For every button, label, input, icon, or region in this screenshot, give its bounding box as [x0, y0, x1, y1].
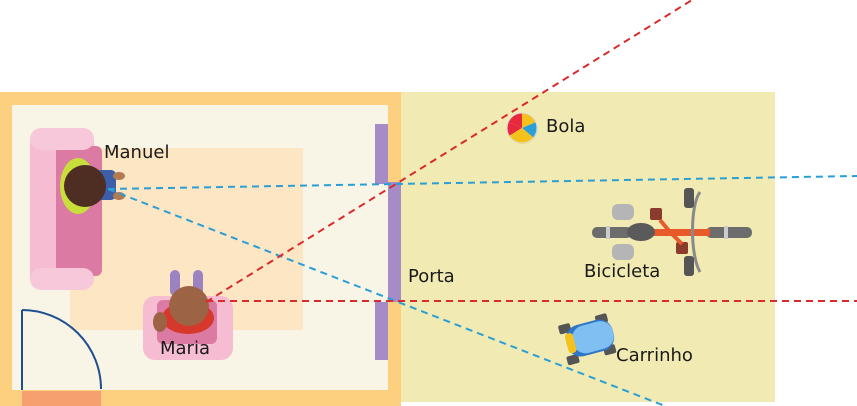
label-manuel: Manuel	[104, 142, 170, 163]
person-manuel	[60, 158, 125, 214]
label-bola: Bola	[546, 116, 586, 137]
door-open	[388, 182, 401, 302]
label-carrinho: Carrinho	[616, 345, 693, 366]
sight-line-manuel-diagonal	[107, 188, 666, 406]
door-panel-top	[375, 124, 388, 184]
yard-area	[400, 92, 775, 402]
label-bicicleta: Bicicleta	[584, 261, 661, 282]
label-maria: Maria	[160, 338, 210, 359]
ball-icon	[506, 112, 538, 144]
person-maria	[153, 270, 214, 334]
door-panel-bottom	[375, 302, 388, 360]
sight-line-manuel-right	[107, 175, 857, 190]
bicycle-icon	[592, 188, 752, 276]
door-threshold	[22, 391, 101, 406]
sofa-manuel	[30, 128, 102, 290]
toy-car-icon	[558, 313, 617, 366]
label-porta: Porta	[408, 266, 455, 287]
door-swing-arc	[21, 309, 102, 390]
